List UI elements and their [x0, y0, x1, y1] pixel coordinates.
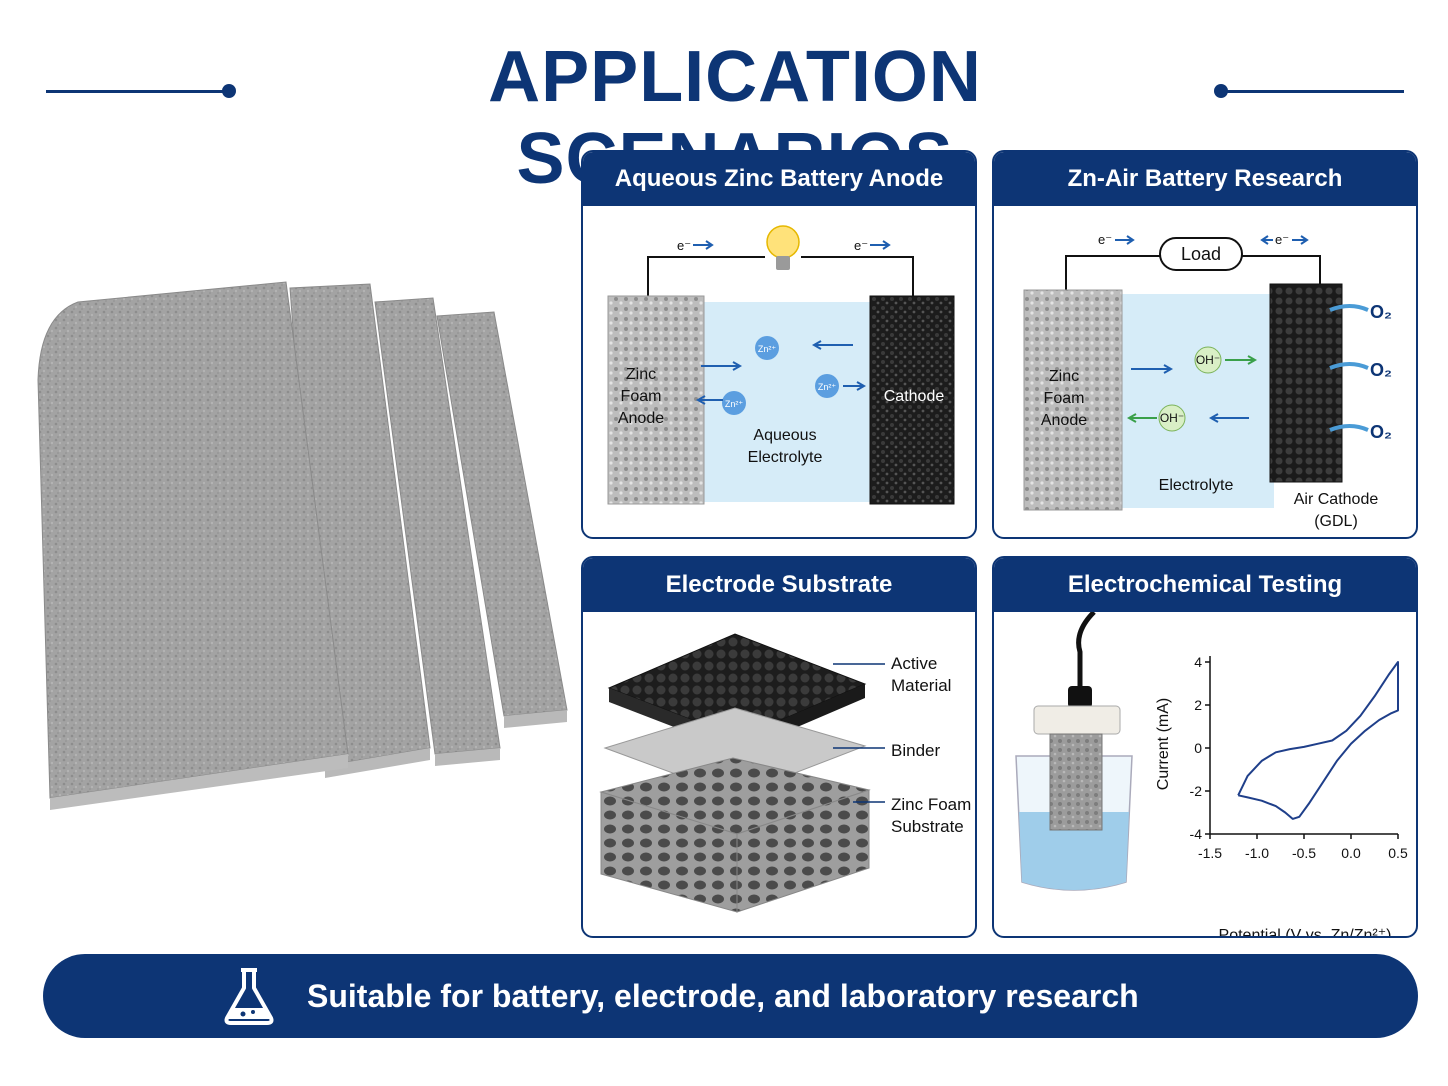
panel-electrode-substrate: Electrode Substrate: [581, 556, 977, 938]
oh-ion: OH⁻: [1158, 404, 1186, 432]
panel-electrochemical-testing: Electrochemical Testing 4 2 0 -2 -4 -1.5 -1.0 -…: [992, 556, 1418, 938]
cathode-label: (GDL): [1314, 513, 1358, 530]
zinc-foam-anode: [1023, 289, 1123, 511]
zinc-foam-anode: [607, 295, 705, 505]
foam-sheet-1: [37, 281, 349, 799]
anode-label: Foam: [621, 388, 662, 405]
cathode-label: Cathode: [884, 388, 945, 405]
electron-label: e⁻: [677, 238, 691, 253]
x-tick-label: -1.0: [1245, 845, 1269, 861]
aqueous-battery-diagram: e⁻ e⁻ Zinc Foam Anode Cathode Zn²⁺ Zn²: [607, 225, 955, 505]
page-header: APPLICATION SCENARIOS: [0, 20, 1448, 199]
x-tick-label: 0.5: [1388, 845, 1408, 861]
callout-label: Substrate: [891, 817, 964, 836]
footer-banner: Suitable for battery, electrode, and lab…: [43, 954, 1418, 1038]
y-tick-label: 2: [1194, 697, 1202, 713]
panel-title: Zn-Air Battery Research: [994, 152, 1416, 206]
svg-text:OH⁻: OH⁻: [1196, 353, 1220, 367]
anode-label: Zinc: [1049, 368, 1079, 385]
oxygen-flow-arrows: [1329, 304, 1369, 432]
cv-curve: [1237, 661, 1399, 820]
panel-title: Aqueous Zinc Battery Anode: [583, 152, 975, 206]
electrolyte-label: Electrolyte: [1159, 477, 1234, 494]
load-label: Load: [1181, 244, 1221, 264]
callout-label: Material: [891, 676, 951, 695]
cathode: [869, 295, 955, 505]
svg-text:Zn²⁺: Zn²⁺: [725, 399, 744, 409]
svg-text:OH⁻: OH⁻: [1160, 411, 1184, 425]
cable: [1076, 612, 1096, 692]
electrolyte-region: [695, 302, 870, 502]
zn-ion: Zn²⁺: [815, 374, 839, 398]
anode-label: Anode: [618, 410, 664, 427]
zinc-foam-sheets-illustration: [37, 281, 568, 810]
oh-ion: OH⁻: [1194, 346, 1222, 374]
electrode-stack-diagram: Active Material Binder Zinc Foam Substra…: [599, 633, 971, 913]
anode-label: Anode: [1041, 412, 1087, 429]
flask-icon: [224, 968, 274, 1025]
electrolyte-label: Electrolyte: [748, 449, 823, 466]
panel-aqueous-zinc-battery-anode: Aqueous Zinc Battery Anode: [581, 150, 977, 539]
callout-label: Active: [891, 654, 937, 673]
x-tick-label: -1.5: [1198, 845, 1222, 861]
ion-flow-arrows: [695, 340, 867, 405]
footer-text: Suitable for battery, electrode, and lab…: [307, 977, 1139, 1014]
svg-text:Zn²⁺: Zn²⁺: [758, 344, 777, 354]
x-axis-label: Potential (V vs. Zn/Zn²⁺): [1218, 927, 1392, 938]
electrochemical-testing-diagram: 420-2-4-1.5-1.0-0.50.00.5 Current (mA) P…: [1015, 612, 1408, 891]
zinc-foam-electrode: [1049, 733, 1103, 831]
header-divider-left: [46, 90, 224, 93]
y-axis-label: Current (mA): [1155, 698, 1172, 790]
cathode-label: Air Cathode: [1294, 491, 1379, 508]
load-box: [1159, 237, 1243, 271]
ion-flow-arrows: [1131, 364, 1249, 423]
oxygen-label: O₂: [1370, 302, 1392, 322]
header-dot-right: [1214, 84, 1228, 98]
electron-label: e⁻: [854, 238, 868, 253]
oxygen-label: O₂: [1370, 422, 1392, 442]
anode-label: Zinc: [626, 366, 656, 383]
oxygen-label: O₂: [1370, 360, 1392, 380]
electrolyte-region: [1114, 294, 1274, 508]
callout-label: Zinc Foam: [891, 795, 971, 814]
electron-label: e⁻: [1098, 232, 1112, 247]
electrolyte-label: Aqueous: [753, 427, 816, 444]
electron-label: e⁻: [1275, 232, 1289, 247]
x-tick-label: -0.5: [1292, 845, 1316, 861]
zn-air-battery-diagram: Load e⁻ e⁻ Zinc Foam Anode OH⁻ OH⁻: [1023, 232, 1392, 530]
zn-ion: Zn²⁺: [755, 336, 779, 360]
svg-text:Zn²⁺: Zn²⁺: [818, 382, 837, 392]
anode-label: Foam: [1044, 390, 1085, 407]
cyclic-voltammetry-chart: 4 2 0 -2 -4 -1.5 -1.0 -0.5 0.0 0.5: [1190, 654, 1408, 861]
panel-zn-air-battery-research: Zn-Air Battery Research Load e⁻ e⁻: [992, 150, 1418, 539]
y-tick-label: -4: [1190, 826, 1203, 842]
y-tick-label: -2: [1190, 783, 1203, 799]
panel-title: Electrochemical Testing: [994, 558, 1416, 612]
leader-lines: [833, 663, 885, 803]
zn-ion: Zn²⁺: [722, 391, 746, 415]
y-tick-label: 4: [1194, 654, 1202, 670]
light-bulb-icon: [766, 225, 800, 270]
x-tick-label: 0.0: [1341, 845, 1361, 861]
zinc-foam-substrate-layer: [599, 757, 871, 913]
air-cathode: [1269, 283, 1343, 483]
panel-title: Electrode Substrate: [583, 558, 975, 612]
header-dot-left: [222, 84, 236, 98]
beaker-setup: [1015, 612, 1133, 891]
header-divider-right: [1226, 90, 1404, 93]
y-tick-label: 0: [1194, 740, 1202, 756]
callout-label: Binder: [891, 741, 940, 760]
